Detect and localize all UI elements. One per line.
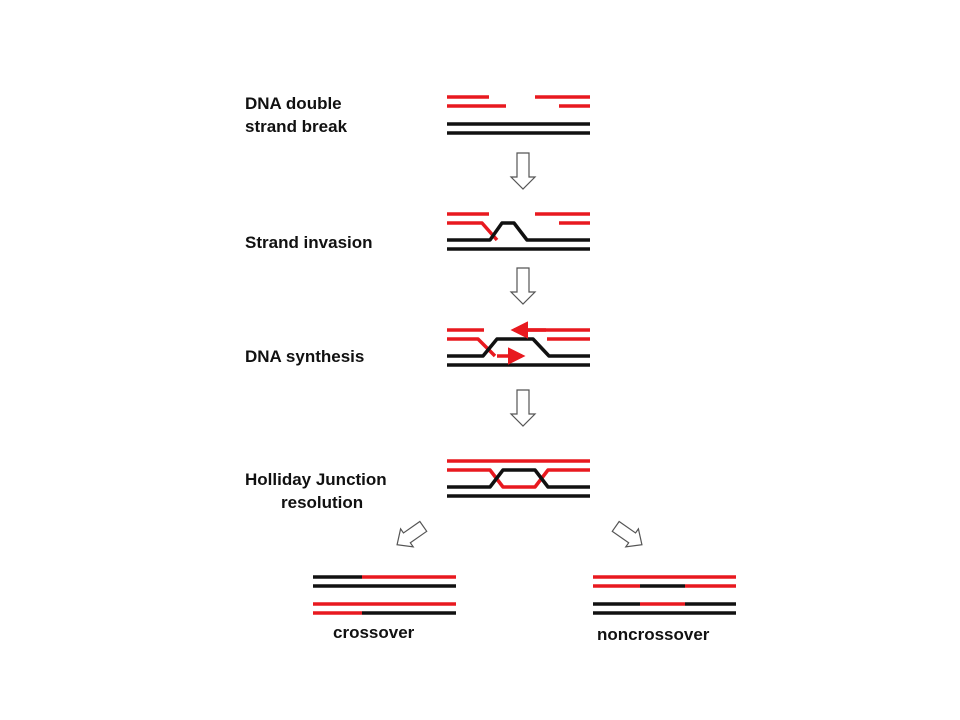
noncrossover-duplexes [593,575,736,615]
step-label-dsb-line2: strand break [245,117,348,136]
red-strand [447,221,499,242]
black-strand [447,221,590,242]
synthesis-duplexes [447,321,590,367]
invasion-duplexes [447,212,590,251]
holliday-junction-duplexes [447,459,590,498]
step-label-holliday-line2: resolution [281,493,364,512]
red-strand [447,468,590,489]
step-label-dsb-line1: DNA double [245,94,342,113]
process-arrow-down [509,152,537,190]
step-label-holliday-line1: Holliday Junction [245,470,387,489]
process-arrow-diagonal-left [396,520,428,548]
process-arrow-down [509,389,537,427]
crossover-duplexes [313,575,456,615]
black-strand [447,468,590,489]
outcome-label-noncrossover: noncrossover [597,625,710,644]
outcome-label-crossover: crossover [333,623,415,642]
step-label-synthesis: DNA synthesis [245,347,365,366]
black-strand [447,337,590,358]
process-arrow-diagonal-right [611,520,643,548]
process-arrow-down [509,267,537,305]
dsb-duplexes [447,95,590,135]
step-label-invasion: Strand invasion [245,233,373,252]
